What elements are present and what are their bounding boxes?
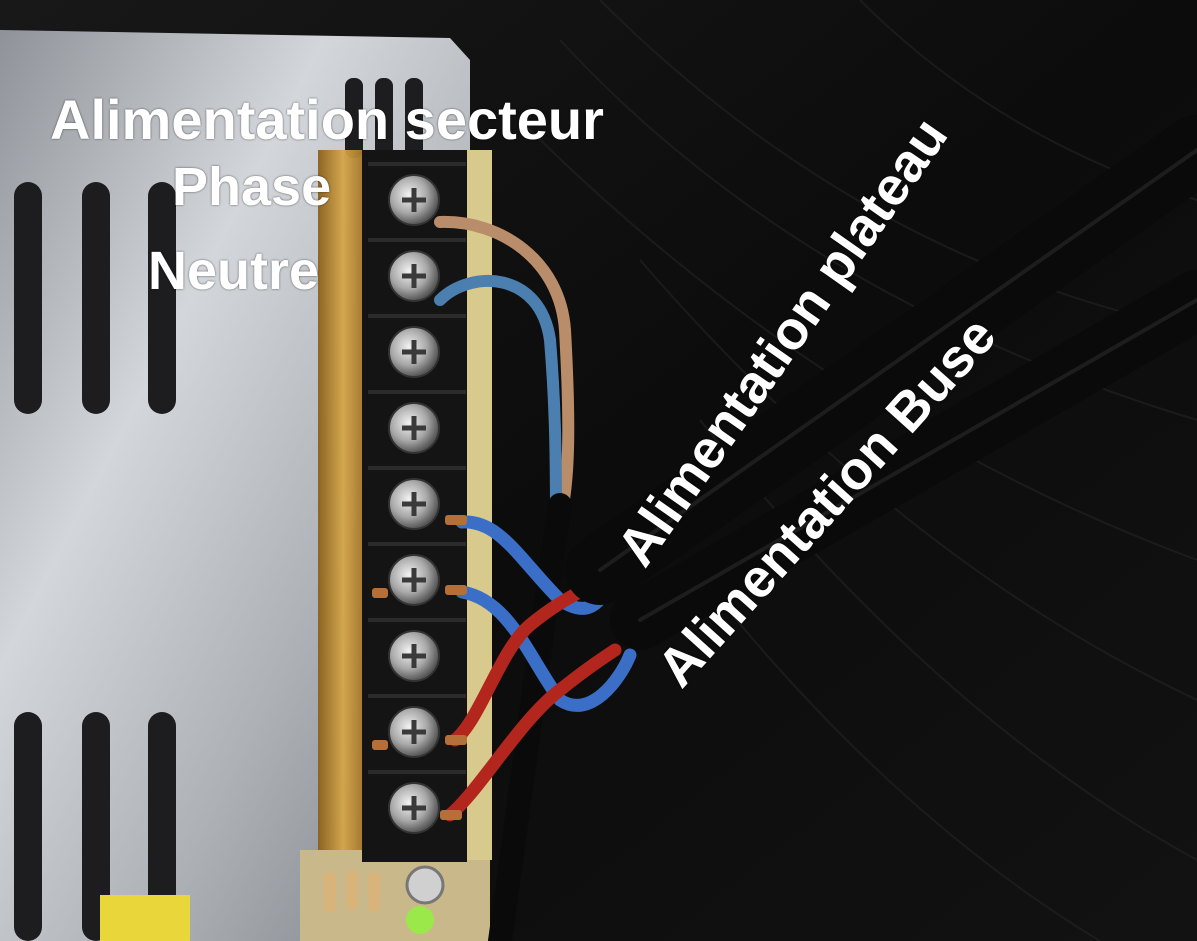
terminal-screw [368,770,466,834]
terminal-screw [368,162,466,226]
trimmer-potentiometer [405,865,445,905]
terminal-screw [368,694,466,758]
status-led [406,906,434,934]
terminal-screw [368,618,466,682]
resistors [324,870,380,912]
copper-strands [372,515,467,820]
label-neutral: Neutre [148,241,320,301]
terminal-screw [368,466,466,530]
label-phase: Phase [172,157,332,217]
terminal-screws [368,162,466,834]
label-mains-supply: Alimentation secteur [50,88,604,151]
kapton-tape [318,150,368,870]
yellow-sticker [100,895,190,941]
terminal-screw [368,390,466,454]
sheathed-cables [565,115,1197,650]
terminal-screw [368,314,466,378]
terminal-screw [368,238,466,302]
chassis-vent-slots [14,78,423,941]
terminal-screw [368,542,466,606]
